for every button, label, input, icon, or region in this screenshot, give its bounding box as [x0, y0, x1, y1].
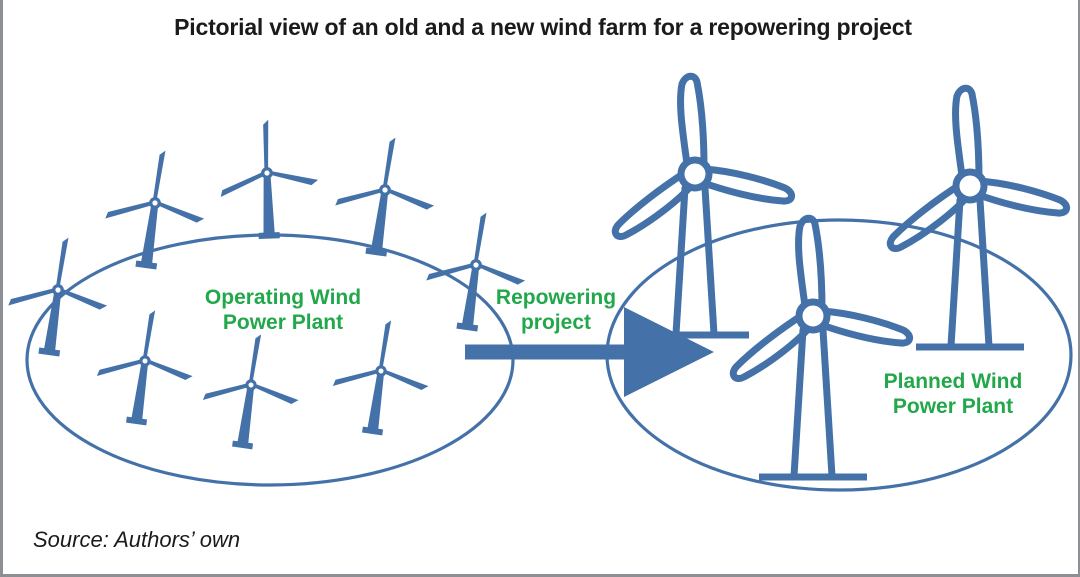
planned-plant-boundary: [605, 218, 1073, 492]
operating-plant-label-line2: Power Plant: [223, 311, 343, 334]
turbine-old-5: [420, 205, 534, 338]
turbine-new-2: [733, 218, 909, 477]
turbine-old-6: [90, 303, 201, 431]
repowering-label-line2: project: [521, 311, 591, 334]
turbine-old-1: [3, 230, 116, 363]
repowering-transition: Repowering project: [465, 286, 714, 397]
figure-title: Pictorial view of an old and a new wind …: [174, 14, 912, 40]
turbine-old-7: [196, 327, 307, 455]
planned-plant-label-line1: Planned Wind: [884, 370, 1023, 393]
operating-plant-label-line1: Operating Wind: [205, 286, 361, 309]
source-caption: Source: Authors’ own: [33, 527, 241, 552]
planned-plant-label-line2: Power Plant: [893, 395, 1013, 418]
turbine-old-3: [218, 117, 321, 241]
turbine-old-8: [326, 313, 437, 441]
right-wind-farm-group: Planned Wind Power Plant: [605, 76, 1073, 492]
diagram-canvas: Operating Wind Power Plant Repowering pr…: [3, 0, 1073, 492]
turbine-new-3: [890, 88, 1066, 347]
left-wind-farm-group: Operating Wind Power Plant: [3, 117, 534, 487]
turbine-new-1: [615, 76, 791, 335]
repowering-label-line1: Repowering: [496, 286, 616, 309]
turbine-old-2: [99, 143, 213, 276]
